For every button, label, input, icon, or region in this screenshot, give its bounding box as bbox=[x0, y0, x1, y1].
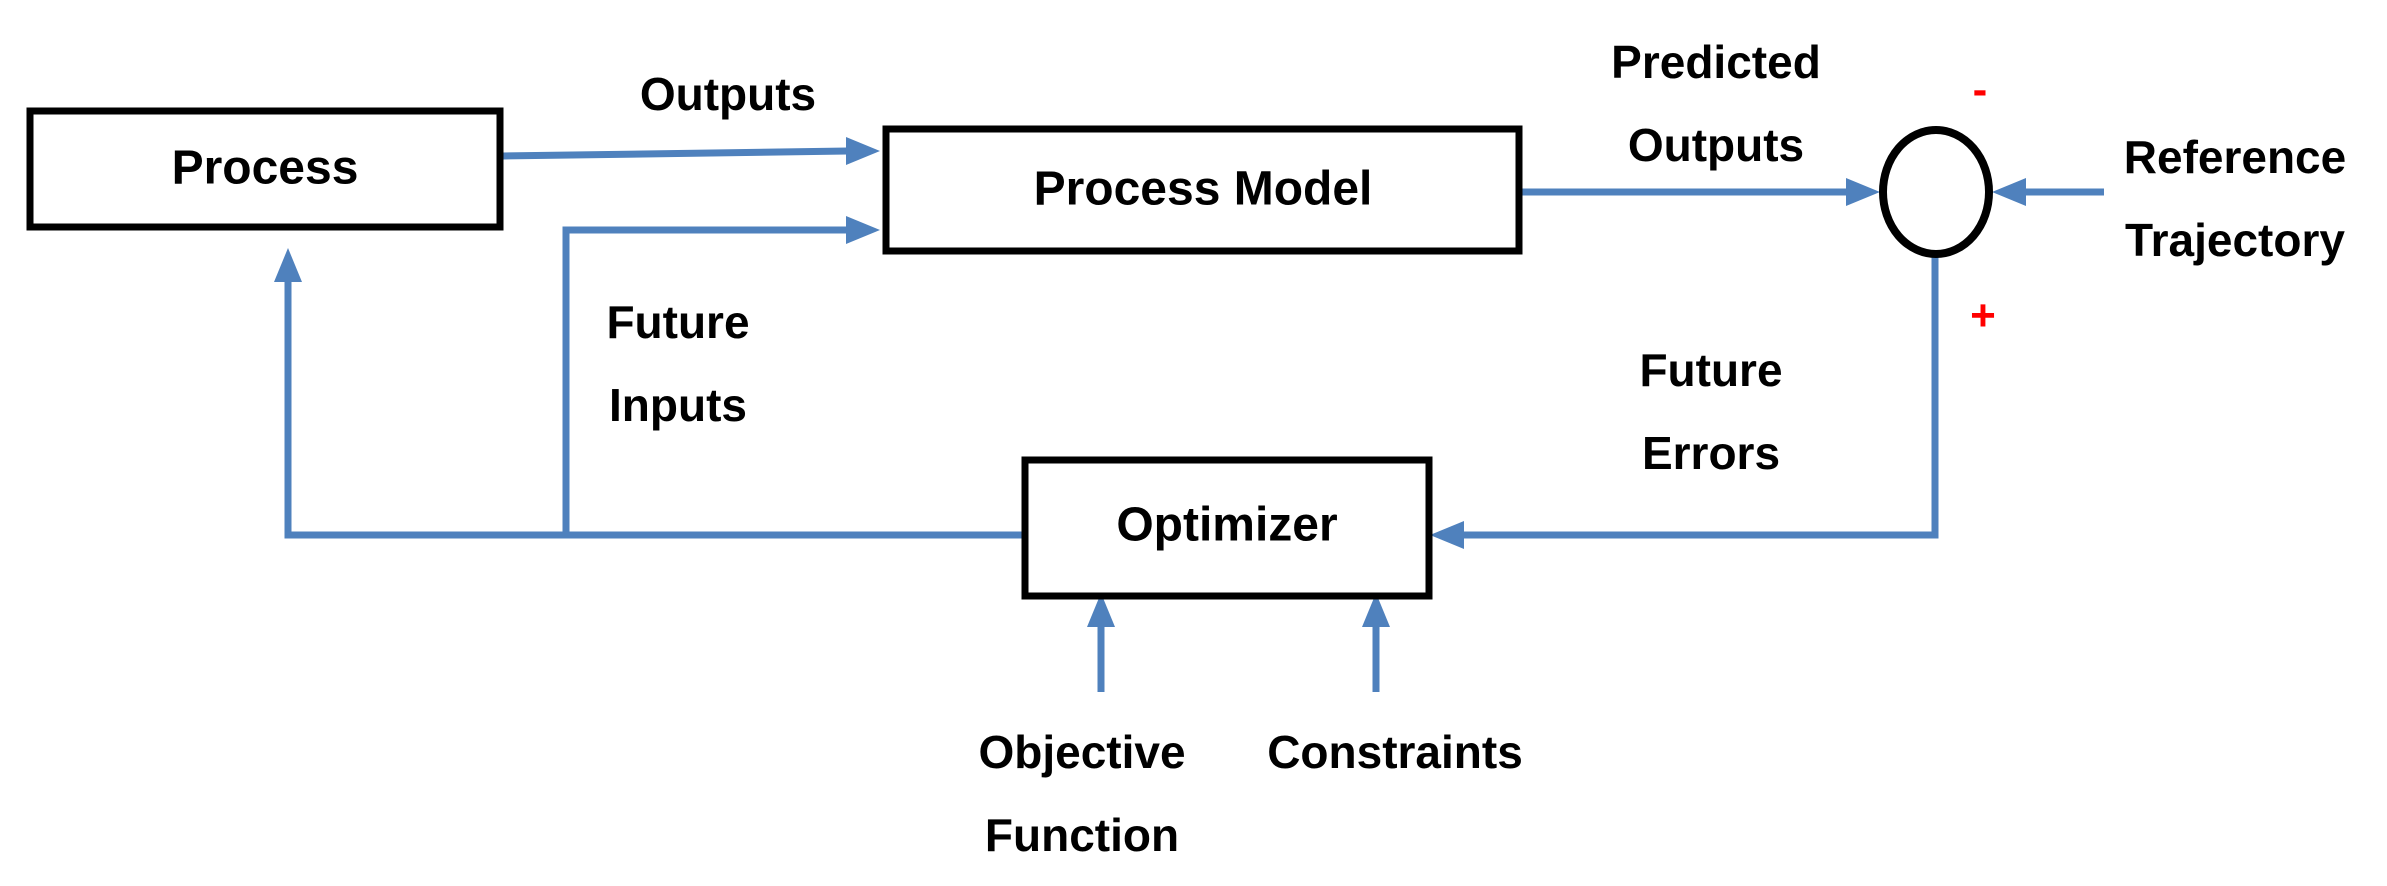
reference-label-line2: Trajectory bbox=[2125, 214, 2345, 266]
optimizer-label: Optimizer bbox=[1116, 499, 1337, 552]
constraints-label: Constraints bbox=[1267, 726, 1523, 778]
process-model-block: Process Model bbox=[882, 125, 1523, 255]
predicted-outputs-arrowhead bbox=[1846, 178, 1880, 206]
future-inputs-arrowhead bbox=[846, 216, 880, 244]
future-inputs-arrow bbox=[562, 226, 848, 535]
future-errors-arrowhead bbox=[1430, 521, 1464, 549]
future-inputs-label-line1: Future bbox=[606, 296, 749, 348]
plus-sign: + bbox=[1970, 291, 1996, 340]
outputs-arrowhead bbox=[846, 137, 880, 165]
predicted-outputs-label-line2: Outputs bbox=[1628, 119, 1804, 171]
summing-junction: - + bbox=[1879, 65, 1996, 340]
future-errors-label-line2: Errors bbox=[1642, 427, 1780, 479]
outputs-label: Outputs bbox=[640, 68, 816, 120]
predicted-outputs-label-line1: Predicted bbox=[1611, 36, 1821, 88]
future-inputs-label-line2: Inputs bbox=[609, 379, 747, 431]
reference-label-line1: Reference bbox=[2124, 131, 2346, 183]
control-inputs-line bbox=[284, 280, 1022, 539]
constraints-arrowhead bbox=[1362, 593, 1390, 627]
outputs-arrow bbox=[502, 147, 849, 160]
future-errors-label-line1: Future bbox=[1639, 344, 1782, 396]
optimizer-block: Optimizer bbox=[1021, 456, 1433, 600]
reference-arrowhead bbox=[1992, 178, 2026, 206]
process-block: Process bbox=[26, 107, 504, 231]
process-input-arrowhead bbox=[274, 248, 302, 282]
process-label: Process bbox=[172, 142, 359, 195]
objective-arrowhead bbox=[1087, 593, 1115, 627]
objective-function-label-line1: Objective bbox=[978, 726, 1185, 778]
minus-sign: - bbox=[1973, 65, 1988, 114]
process-model-label: Process Model bbox=[1034, 163, 1373, 216]
objective-function-label-line2: Function bbox=[985, 809, 1179, 861]
future-errors-arrow bbox=[1462, 255, 1939, 539]
